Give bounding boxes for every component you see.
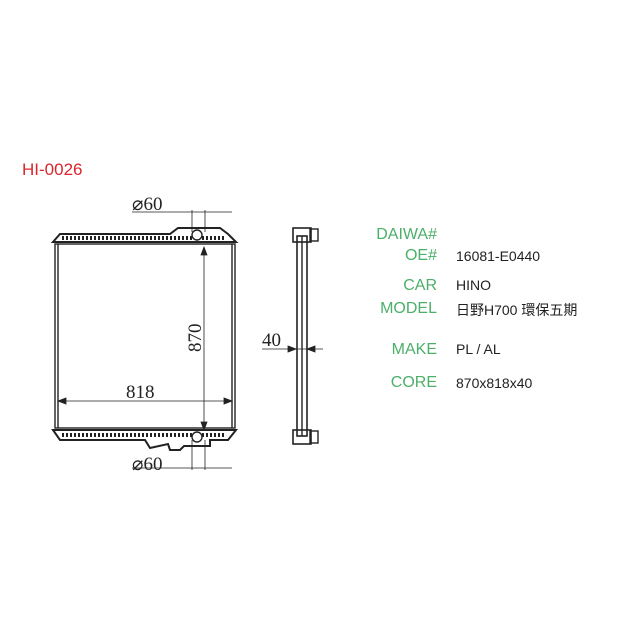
spec-value-make: PL / AL [456, 341, 501, 357]
front-view [50, 227, 239, 451]
spec-value-core: 870x818x40 [456, 375, 533, 391]
spec-value-car: HINO [456, 277, 491, 293]
thickness-label: 40 [262, 330, 281, 351]
width-label: 818 [126, 382, 155, 403]
side-view [292, 227, 319, 445]
spec-label-model: MODEL [380, 300, 437, 317]
outlet-diameter-label: ⌀60 [132, 454, 162, 475]
inlet-diameter-label: ⌀60 [132, 194, 162, 215]
height-label: 870 [185, 324, 206, 353]
spec-value-model: 日野H700 環保五期 [456, 302, 578, 318]
spec-label-daiwa: DAIWA# [376, 226, 437, 243]
spec-label-core: CORE [390, 374, 437, 391]
spec-label-make: MAKE [391, 341, 437, 358]
spec-label-car: CAR [403, 277, 437, 294]
spec-label-oe: OE# [404, 247, 437, 264]
part-number: HI-0026 [22, 160, 83, 179]
dimension-lines [56, 210, 323, 470]
spec-value-oe: 16081-E0440 [456, 248, 541, 264]
